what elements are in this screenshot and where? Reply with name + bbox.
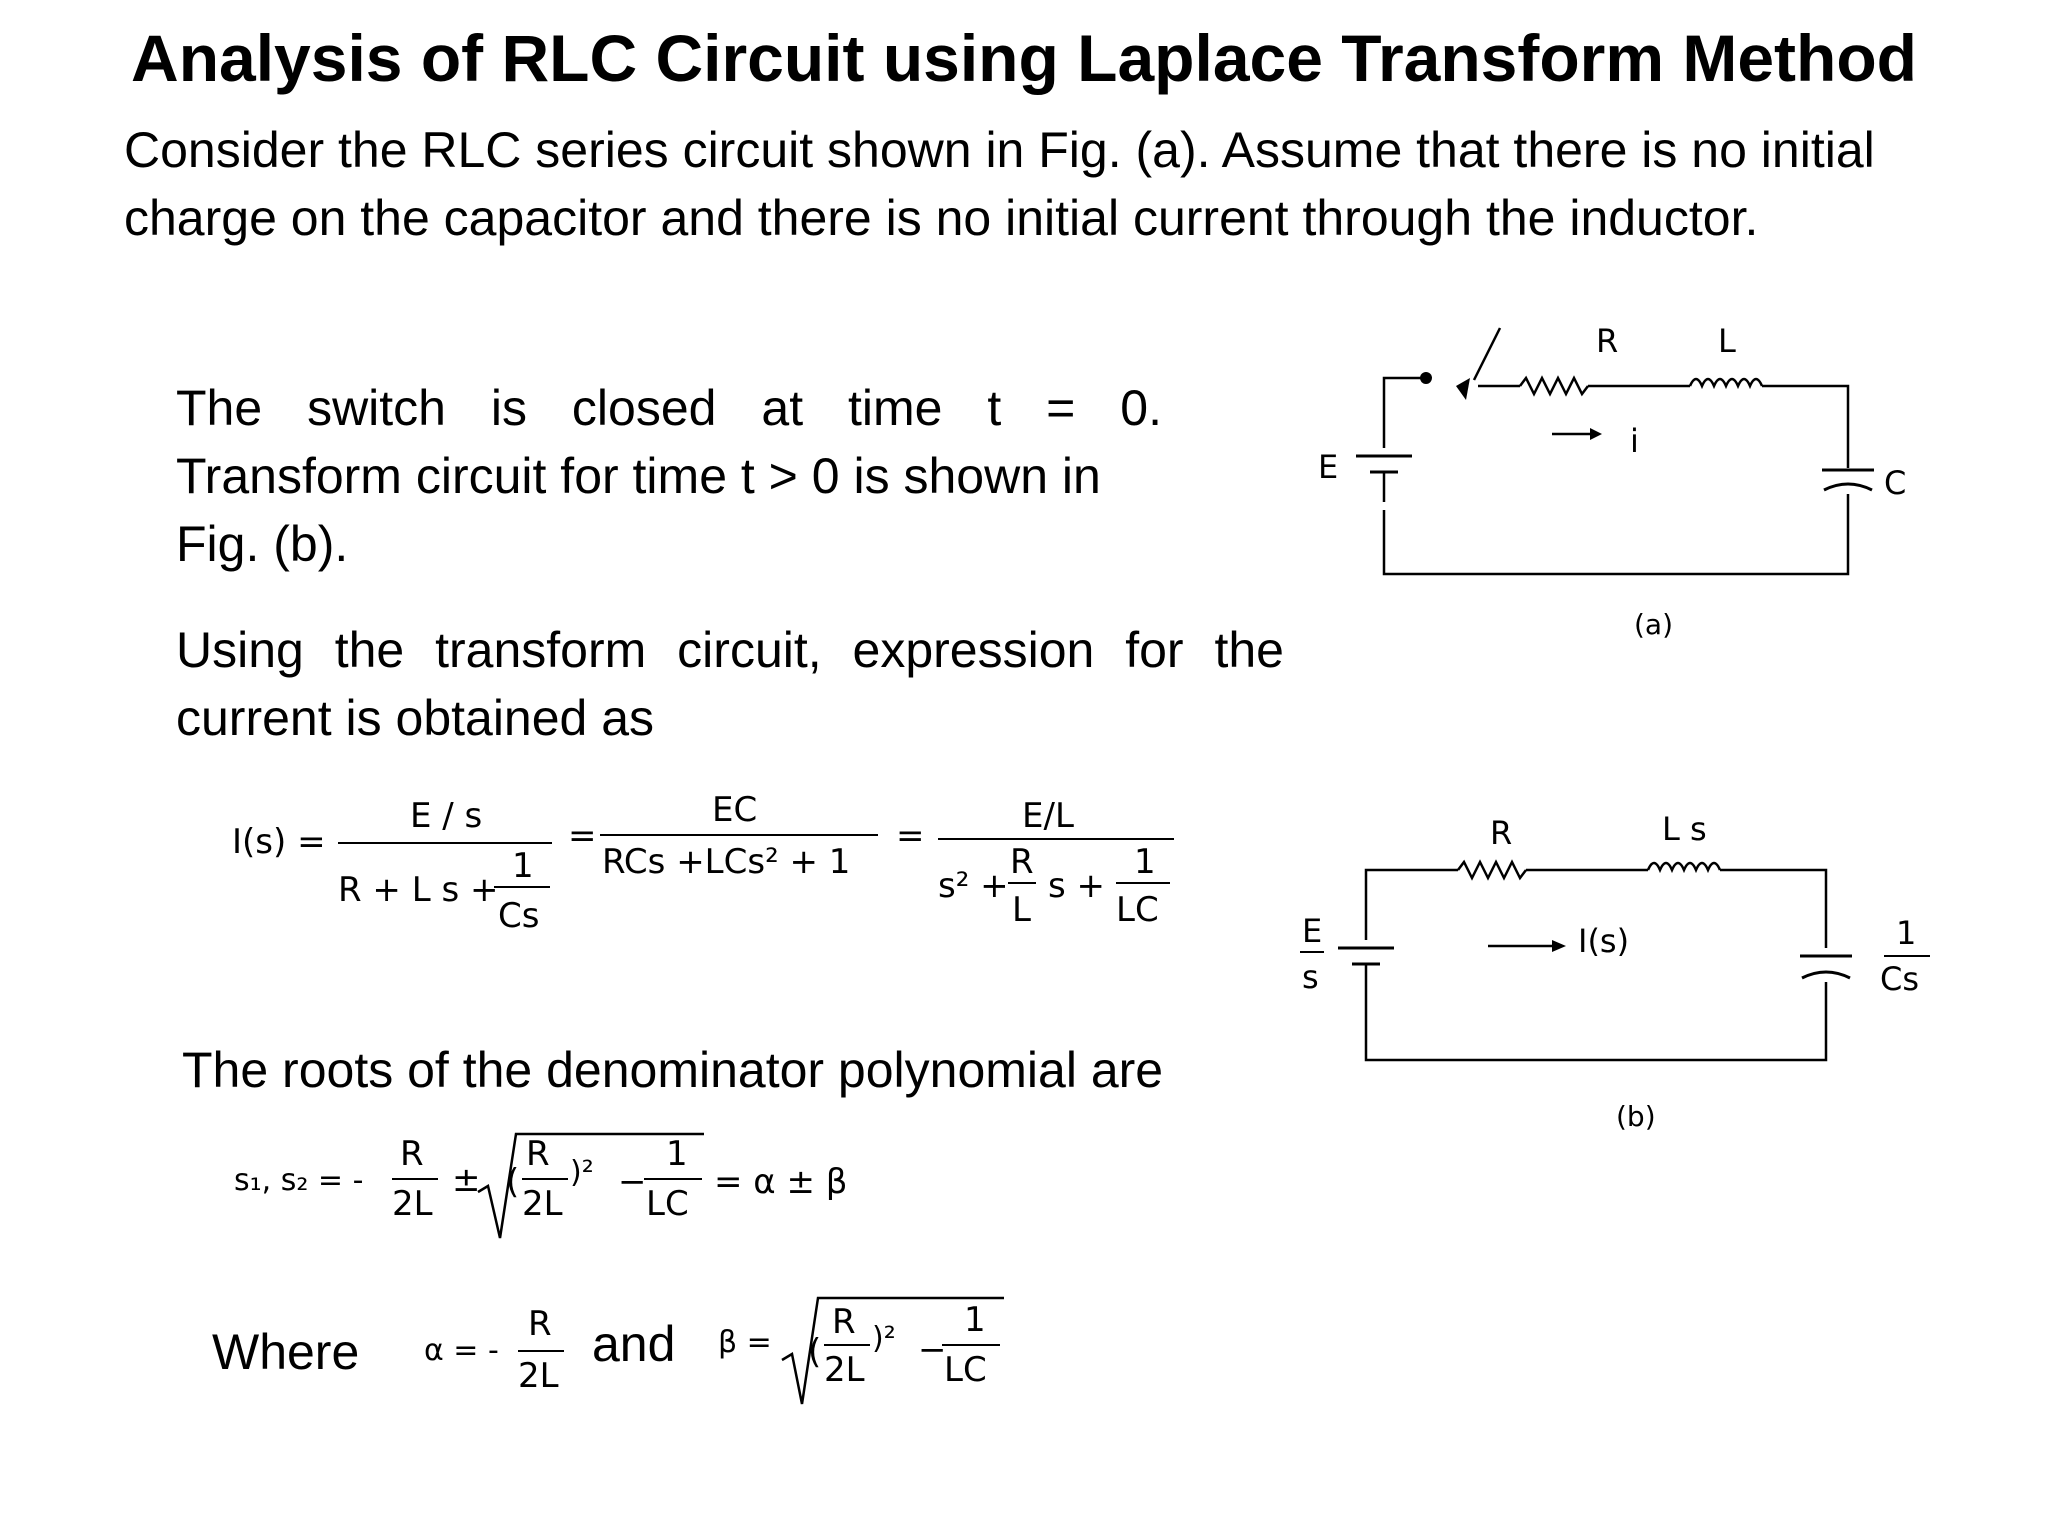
eq-equals-2: = [896, 816, 925, 856]
eq1-inner-numerator: 1 [512, 846, 534, 886]
eq2-fraction-bar [600, 834, 878, 836]
fig-b-r-label: R [1490, 814, 1512, 852]
and-label: and [592, 1316, 676, 1372]
fig-a-r-label: R [1596, 322, 1618, 360]
roots-lhs: s₁, s₂ = - [234, 1163, 364, 1198]
alpha-r: R [528, 1304, 552, 1344]
roots-r-bar [392, 1178, 438, 1180]
roots-rhs: = α ± β [714, 1162, 848, 1202]
eq2-numerator: EC [712, 790, 758, 830]
beta-lhs: β = [718, 1325, 772, 1360]
eq3-den-one: 1 [1134, 842, 1156, 882]
eq3-den-r: R [1010, 842, 1034, 882]
eq3-den-lc-bar [1116, 882, 1170, 884]
roots-r: R [400, 1134, 424, 1174]
switch-para-line-1: The switch is closed at time t = 0. [176, 380, 1162, 436]
eq-lhs: I(s) = [232, 822, 326, 862]
fig-b-e-numerator: E [1302, 912, 1322, 950]
eq1-inner-denominator: Cs [498, 896, 540, 936]
fig-a-i-label: i [1630, 422, 1639, 460]
switch-para-line-3: Fig. (b). [176, 516, 349, 572]
alpha-bar [518, 1350, 564, 1352]
eq3-numerator: E/L [1022, 796, 1074, 836]
fig-b-ls-label: L s [1662, 810, 1707, 848]
eq3-den-rl-bar [1008, 882, 1036, 884]
eq3-den-l: L [1012, 890, 1031, 930]
fig-b-c-denominator: Cs [1880, 960, 1919, 998]
fig-b-current-label: I(s) [1578, 922, 1629, 960]
switch-para-line-2: Transform circuit for time t > 0 is show… [176, 448, 1101, 504]
eq3-fraction-bar [938, 838, 1174, 840]
eq3-den-lc: LC [1116, 890, 1159, 930]
fig-b-c-numerator: 1 [1896, 914, 1916, 952]
fig-a-caption: (a) [1634, 608, 1673, 641]
roots-para: The roots of the denominator polynomial … [182, 1042, 1164, 1098]
alpha-2l: 2L [518, 1356, 559, 1396]
fig-a-c-label: C [1884, 464, 1906, 502]
eq3-den-s: s + [1048, 866, 1106, 906]
fig-b-caption: (b) [1616, 1100, 1656, 1133]
transform-para-line-2: current is obtained as [176, 690, 655, 746]
roots-pm: ± [452, 1160, 481, 1200]
eq1-numerator: E / s [410, 796, 483, 836]
roots-2l: 2L [392, 1184, 433, 1224]
eq2-denominator: RCs +LCs² + 1 [602, 842, 851, 882]
alpha-lhs: α = - [424, 1333, 499, 1368]
eq3-den-s2: s² + [938, 866, 1009, 906]
eq1-denominator: R + L s + [338, 870, 499, 910]
eq-equals-1: = [568, 816, 597, 856]
fig-a-e-label: E [1318, 448, 1338, 486]
eq1-inner-bar [494, 886, 550, 888]
intro-line-1: Consider the RLC series circuit shown in… [124, 122, 1875, 178]
fig-b-s-denominator: s [1302, 958, 1319, 996]
intro-line-2: charge on the capacitor and there is no … [124, 190, 1759, 246]
fig-a-l-label: L [1718, 322, 1736, 360]
transform-para-line-1: Using the transform circuit, expression … [176, 622, 1284, 678]
eq1-fraction-bar [338, 842, 552, 844]
where-label: Where [212, 1324, 360, 1380]
page-title: Analysis of RLC Circuit using Laplace Tr… [131, 21, 1917, 95]
